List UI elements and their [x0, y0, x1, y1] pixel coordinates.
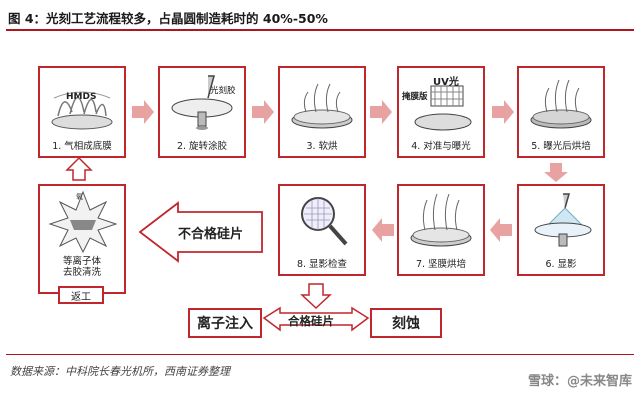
step-3-label: 3. 软烘: [306, 141, 338, 152]
arrow-5-6: [544, 163, 568, 182]
rework-box: 氧 等离子体 去胶清洗: [38, 184, 126, 294]
fail-label: 不合格硅片: [178, 227, 244, 242]
step-3-box: 3. 软烘: [278, 66, 366, 158]
inspection-illustration: [301, 197, 348, 246]
uv-tag: UV光: [433, 77, 459, 88]
arrow-pass: [262, 306, 370, 332]
oxygen-tag: 氧: [76, 193, 83, 201]
step-8-label: 8. 显影检查: [296, 259, 348, 270]
step-2-box: 光刻胶 2. 旋转涂胶: [158, 66, 246, 158]
post-exposure-bake-illustration: [530, 79, 592, 129]
step-4-label: 4. 对准与曝光: [411, 141, 471, 152]
arrow-3-4: [370, 100, 392, 124]
arrow-7-8: [372, 218, 394, 242]
step-8-box: 8. 显影检查: [278, 184, 366, 276]
step-7-box: 7. 坚膜烘培: [397, 184, 485, 276]
arrow-6-7: [490, 218, 512, 242]
step-4-box: UV光 掩膜版 4. 对准与曝光: [397, 66, 485, 158]
hard-bake-illustration: [410, 193, 472, 247]
rework-label-line2: 去胶清洗: [62, 267, 101, 278]
hmds-tag: HMDS: [66, 92, 97, 102]
arrow-fail: [138, 201, 263, 263]
rework-label-line1: 等离子体: [62, 256, 101, 267]
spin-coat-illustration: [171, 75, 233, 130]
watermark: 雪球：@未来智库: [527, 374, 632, 389]
step-7-label: 7. 坚膜烘培: [415, 259, 467, 270]
develop-illustration: [534, 193, 592, 247]
step-1-box: HMDS 1. 气相成底膜: [38, 66, 126, 158]
arrow-8-down: [300, 283, 332, 310]
arrow-4-5: [492, 100, 514, 124]
photoresist-tag: 光刻胶: [210, 86, 236, 96]
rework-label: 等离子体 去胶清洗: [40, 256, 124, 278]
step-1-label: 1. 气相成底膜: [52, 141, 112, 152]
arrow-2-3: [252, 100, 274, 124]
implant-box: 离子注入: [188, 308, 262, 338]
arrow-rework-1: [65, 156, 93, 181]
figure-title: 图 4：光刻工艺流程较多，占晶圆制造耗时的 40%-50%: [8, 11, 328, 26]
figure-source: 数据来源：中科院长春光机所，西南证券整理: [10, 365, 230, 378]
pass-label: 合格硅片: [288, 314, 334, 328]
step-6-box: 6. 显影: [517, 184, 605, 276]
title-rule: [6, 29, 634, 31]
rework-badge: 返工: [58, 286, 104, 304]
source-rule: [6, 354, 634, 355]
etch-box: 刻蚀: [370, 308, 442, 338]
step-5-box: 5. 曝光后烘培: [517, 66, 605, 158]
step-6-label: 6. 显影: [545, 259, 577, 270]
plasma-strip-illustration: [48, 190, 118, 254]
soft-bake-illustration: [291, 83, 353, 129]
step-5-label: 5. 曝光后烘培: [531, 141, 591, 152]
arrow-1-2: [132, 100, 154, 124]
mask-tag: 掩膜版: [402, 92, 428, 102]
align-expose-illustration: [414, 85, 472, 131]
hmds-wafer-illustration: [51, 91, 113, 130]
step-2-label: 2. 旋转涂胶: [176, 141, 228, 152]
